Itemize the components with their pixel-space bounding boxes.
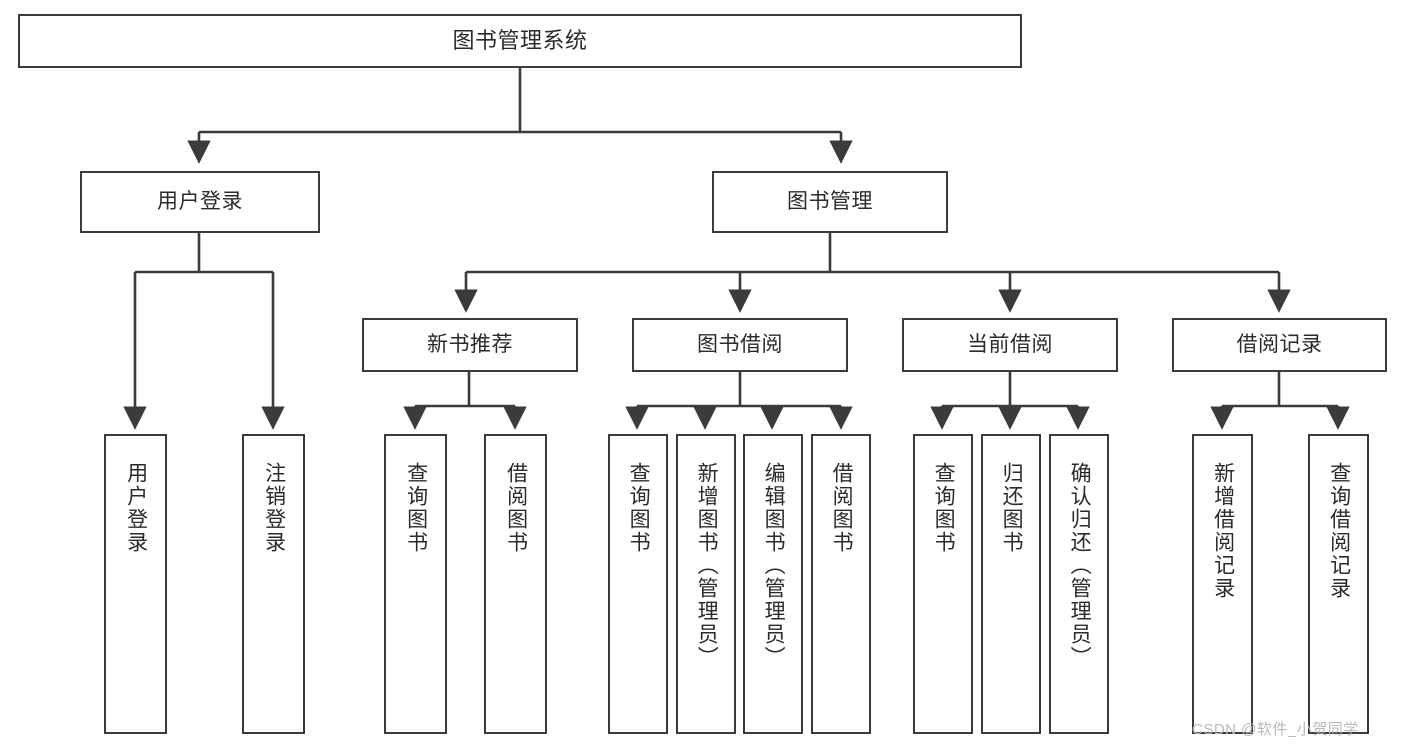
leaf-borrow-book-new-rec[interactable]: 借阅图书 [484, 434, 547, 734]
node-book-borrowing[interactable]: 图书借阅 [632, 318, 848, 372]
node-book-management[interactable]: 图书管理 [712, 171, 948, 233]
leaf-borrow-book-borrow[interactable]: 借阅图书 [811, 434, 871, 734]
leaf-query-book-current[interactable]: 查询图书 [913, 434, 973, 734]
leaf-confirm-return-admin[interactable]: 确认归还（管理员） [1049, 434, 1109, 734]
node-label: 图书管理 [787, 189, 873, 213]
node-label: 用户登录 [157, 189, 243, 213]
leaf-logout[interactable]: 注销登录 [242, 434, 305, 734]
node-label: 查询借阅记录 [1327, 462, 1351, 600]
node-label: 当前借阅 [967, 332, 1053, 356]
node-label: 查询图书 [627, 462, 651, 554]
node-label: 借阅图书 [504, 462, 528, 554]
node-borrowing-record[interactable]: 借阅记录 [1172, 318, 1387, 372]
node-label: 图书借阅 [697, 332, 783, 356]
leaf-edit-book-admin[interactable]: 编辑图书（管理员） [743, 434, 803, 734]
leaf-query-borrow-record[interactable]: 查询借阅记录 [1308, 434, 1369, 734]
leaf-add-book-admin[interactable]: 新增图书（管理员） [676, 434, 736, 734]
node-label: 注销登录 [262, 462, 286, 554]
node-label: 用户登录 [124, 462, 148, 554]
leaf-user-login[interactable]: 用户登录 [104, 434, 167, 734]
node-label: 图书管理系统 [452, 28, 588, 54]
node-root-book-management-system[interactable]: 图书管理系统 [18, 14, 1022, 68]
leaf-return-book[interactable]: 归还图书 [981, 434, 1041, 734]
node-current-borrowing[interactable]: 当前借阅 [902, 318, 1118, 372]
node-label: 借阅记录 [1236, 332, 1323, 356]
leaf-add-borrow-record[interactable]: 新增借阅记录 [1192, 434, 1253, 734]
node-new-book-recommendation[interactable]: 新书推荐 [362, 318, 578, 372]
watermark-text: CSDN @软件_小贺同学 [1192, 721, 1359, 738]
node-label: 确认归还（管理员） [1068, 462, 1092, 669]
node-label: 新增图书（管理员） [695, 462, 719, 669]
node-label: 归还图书 [1000, 462, 1024, 554]
node-label: 查询图书 [404, 462, 428, 554]
node-label: 编辑图书（管理员） [762, 462, 786, 669]
node-label: 借阅图书 [830, 462, 854, 554]
leaf-query-book-borrow[interactable]: 查询图书 [608, 434, 668, 734]
node-label: 查询图书 [932, 462, 956, 554]
leaf-query-book-new-rec[interactable]: 查询图书 [384, 434, 447, 734]
node-user-login[interactable]: 用户登录 [80, 171, 320, 233]
node-label: 新增借阅记录 [1211, 462, 1235, 600]
node-label: 新书推荐 [427, 332, 513, 356]
